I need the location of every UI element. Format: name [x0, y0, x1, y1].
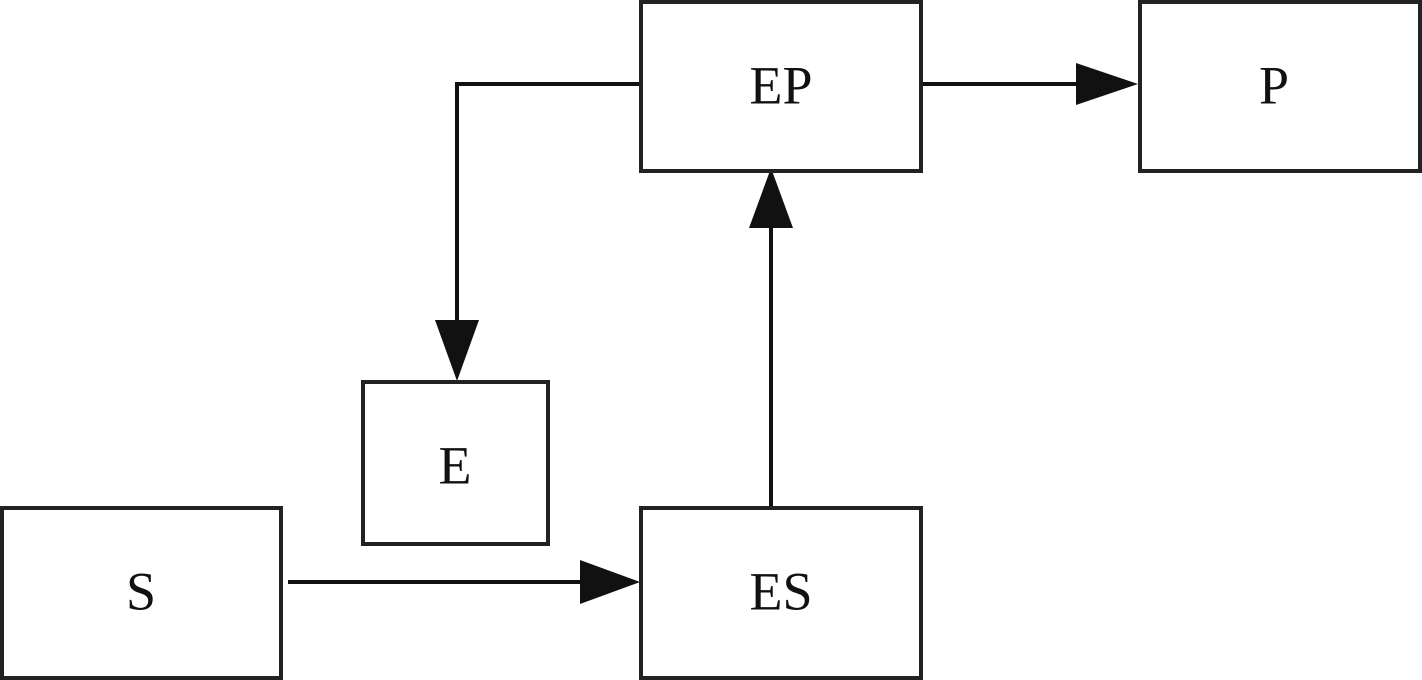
edge-s-to-es	[288, 560, 640, 604]
arrowhead-icon	[580, 560, 640, 604]
arrowhead-icon	[435, 320, 479, 381]
edge-ep-to-e	[435, 82, 641, 381]
node-e: E	[361, 380, 550, 546]
node-e-label: E	[439, 435, 472, 495]
node-p-label: P	[1259, 55, 1289, 115]
node-p: P	[1138, 0, 1422, 173]
node-es-label: ES	[749, 561, 812, 621]
node-es: ES	[639, 506, 923, 680]
edge-es-to-ep	[749, 168, 793, 508]
node-s: S	[0, 506, 283, 680]
edge-ep-to-p	[921, 63, 1138, 105]
node-ep: EP	[639, 0, 923, 173]
arrowhead-icon	[749, 168, 793, 228]
arrowhead-icon	[1076, 63, 1138, 105]
node-ep-label: EP	[749, 55, 812, 115]
node-s-label: S	[126, 561, 156, 621]
